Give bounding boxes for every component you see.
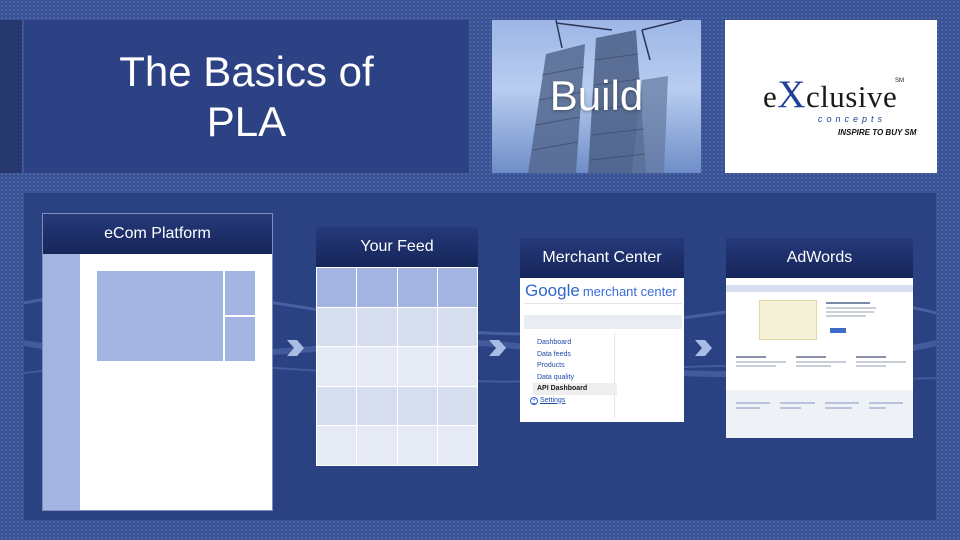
merchant-divider	[614, 333, 615, 418]
merchant-nav-dashboard[interactable]: Dashboard	[537, 339, 572, 346]
merchant-search-bar	[524, 315, 682, 329]
your-feed-header: Your Feed	[316, 227, 478, 267]
ecom-sidebar-placeholder	[43, 254, 80, 510]
feed-cell	[317, 307, 357, 347]
adwords-header: AdWords	[726, 238, 913, 278]
feed-cell	[357, 347, 397, 386]
build-label: Build	[549, 72, 644, 119]
feed-header-cell	[397, 268, 437, 307]
your-feed-card: Your Feed	[316, 227, 478, 466]
build-image: Build	[492, 20, 701, 173]
feed-cell	[357, 307, 397, 347]
adwords-card: AdWords	[726, 238, 913, 438]
adwords-screenshot-placeholder	[759, 300, 817, 340]
feed-cell	[397, 386, 437, 426]
feed-cell	[357, 386, 397, 426]
merchant-nav-products[interactable]: Products	[537, 362, 565, 369]
feed-header-cell	[317, 268, 357, 307]
chevron-right-icon	[489, 340, 506, 356]
feed-cell	[357, 426, 397, 465]
logo-tagline: INSPIRE TO BUY SM	[838, 128, 917, 137]
merchant-nav-menu: Dashboard Data feeds Products Data quali…	[530, 337, 617, 406]
adwords-hero-text	[826, 302, 878, 317]
merchant-nav-settings[interactable]: +Settings	[530, 395, 617, 407]
feed-table	[316, 267, 478, 466]
ecom-widget-placeholder	[225, 271, 255, 315]
merchant-nav-data-quality[interactable]: Data quality	[537, 373, 574, 381]
feed-cell	[437, 307, 477, 347]
adwords-footer	[726, 390, 913, 438]
feed-cell	[437, 347, 477, 386]
feed-header-cell	[437, 268, 477, 307]
logo-subtitle: concepts	[818, 114, 887, 124]
ecom-content-placeholder	[97, 271, 223, 361]
merchant-nav-api-dashboard[interactable]: API Dashboard	[533, 383, 617, 395]
slide-title: The Basics of PLA	[119, 47, 374, 145]
feed-cell	[397, 347, 437, 386]
chevron-right-icon	[287, 340, 304, 356]
merchant-top-bar	[524, 303, 682, 314]
title-side-strip	[0, 20, 22, 173]
logo-service-mark: SM	[895, 78, 904, 84]
adwords-nav-bar	[726, 285, 913, 292]
building-illustration	[528, 20, 683, 173]
feed-header-cell	[357, 268, 397, 307]
adwords-info-columns	[736, 356, 906, 367]
logo-wordmark: eXclusive	[763, 73, 898, 116]
ecom-widget-placeholder	[225, 317, 255, 361]
plus-icon: +	[530, 396, 538, 405]
ecom-platform-header: eCom Platform	[43, 214, 272, 254]
feed-cell	[317, 426, 357, 465]
merchant-center-header: Merchant Center	[520, 238, 684, 278]
feed-cell	[397, 307, 437, 347]
feed-cell	[437, 426, 477, 465]
exclusive-concepts-logo: eXclusive SM concepts INSPIRE TO BUY SM	[725, 20, 937, 173]
feed-cell	[397, 426, 437, 465]
adwords-signup-button[interactable]	[830, 328, 846, 333]
feed-cell	[317, 386, 357, 426]
merchant-nav-data-feeds[interactable]: Data feeds	[537, 350, 571, 358]
chevron-right-icon	[695, 340, 712, 356]
ecom-platform-card: eCom Platform	[42, 213, 273, 511]
feed-cell	[437, 386, 477, 426]
feed-cell	[317, 347, 357, 386]
title-box: The Basics of PLA	[24, 20, 469, 173]
